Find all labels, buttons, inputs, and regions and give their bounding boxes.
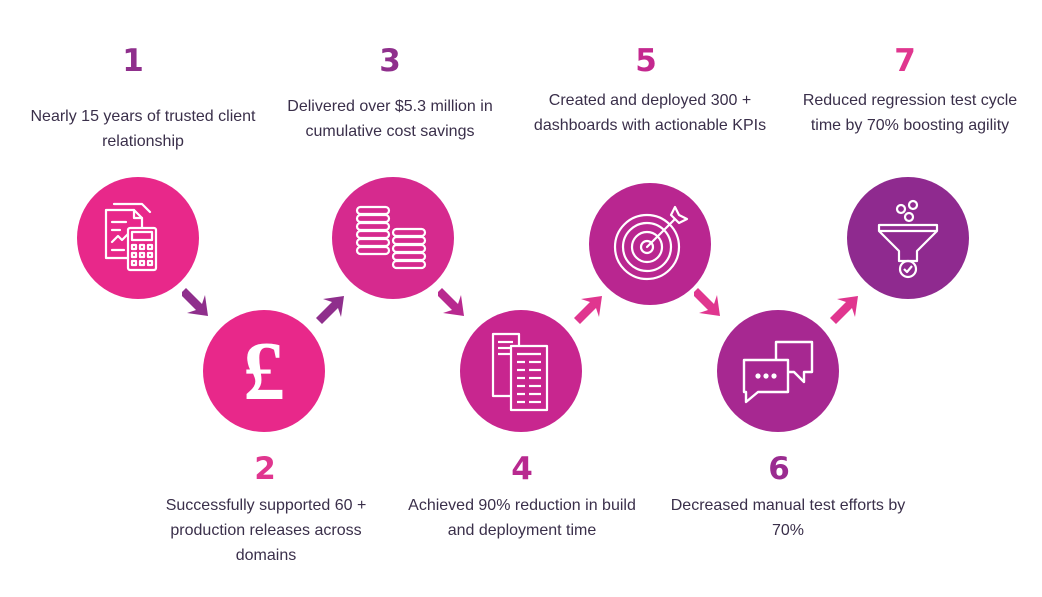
step-5-number: 5 (635, 43, 657, 79)
documents-icon (491, 332, 549, 412)
step-3-number: 3 (379, 43, 401, 79)
step-3-circle (332, 177, 454, 299)
step-2-text: Successfully supported 60 + production r… (165, 497, 367, 564)
step-6-number: 6 (768, 451, 790, 487)
arrow-1-to-2-icon (182, 288, 208, 316)
calculator-documents-icon (104, 202, 158, 272)
step-2-circle: £ (203, 310, 325, 432)
arrow-3-to-4-icon (438, 288, 464, 316)
step-4-text: Achieved 90% reduction in build and depl… (408, 497, 636, 539)
arrow-6-to-7-icon (830, 296, 858, 324)
arrow-5-to-6-icon (694, 288, 720, 316)
target-icon (613, 205, 689, 281)
step-5-circle (589, 183, 711, 305)
arrow-4-to-5-icon (574, 296, 602, 324)
step-7-number: 7 (894, 43, 916, 79)
funnel-icon (877, 199, 939, 279)
step-5-text: Created and deployed 300 + dashboards wi… (533, 92, 767, 134)
step-1-text: Nearly 15 years of trusted client relati… (30, 108, 256, 150)
step-2-number: 2 (254, 451, 276, 487)
coins-icon (355, 205, 427, 270)
svg-text:£: £ (243, 331, 285, 411)
step-4-number: 4 (511, 451, 533, 487)
step-7-circle (847, 177, 969, 299)
step-4-circle (460, 310, 582, 432)
step-1-number: 1 (122, 43, 144, 79)
step-6-circle (717, 310, 839, 432)
arrow-2-to-3-icon (316, 296, 344, 324)
step-3-text: Delivered over $5.3 million in cumulativ… (287, 98, 493, 140)
chat-bubbles-icon (742, 340, 814, 404)
pound-sign-icon: £ (243, 331, 285, 411)
step-1-circle (77, 177, 199, 299)
step-7-text: Reduced regression test cycle time by 70… (802, 92, 1018, 134)
step-6-text: Decreased manual test efforts by 70% (670, 497, 906, 539)
